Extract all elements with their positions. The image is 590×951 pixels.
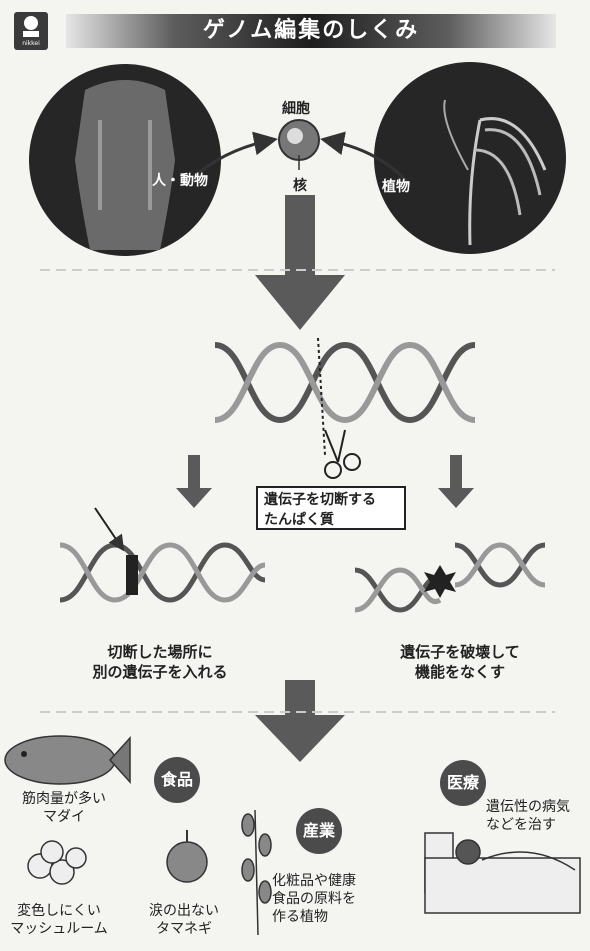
mushroom-caption: 変色しにくい マッシュルーム: [0, 902, 118, 938]
nucleus-label: 核: [293, 175, 307, 195]
cell-label: 細胞: [282, 98, 310, 118]
human-circle: [29, 64, 221, 256]
insert-result-text: 切断した場所に 別の遺伝子を入れる: [60, 642, 260, 682]
protein-callout: 遺伝子を切断する たんぱく質: [256, 486, 406, 530]
food-category-badge: 食品: [154, 757, 200, 803]
dna-main: [215, 338, 475, 455]
protein-label-line1: 遺伝子を切断する: [264, 490, 398, 510]
big-down-arrow-1: [255, 195, 345, 330]
onion-caption: 涙の出ない タマネギ: [134, 902, 234, 938]
medical-caption: 遺伝性の病気 などを治す: [486, 798, 590, 834]
scissors-icon: [325, 430, 360, 478]
onion-icon: [167, 830, 207, 882]
right-down-arrow: [438, 455, 474, 508]
plant-sprig-icon: [242, 810, 271, 935]
fish-icon: [5, 736, 130, 784]
big-down-arrow-2: [255, 680, 345, 762]
disrupt-result-text: 遺伝子を破壊して 機能をなくす: [360, 642, 560, 682]
left-down-arrow: [176, 455, 212, 508]
human-animal-label: 人・動物: [152, 170, 208, 190]
fish-caption: 筋肉量が多い マダイ: [8, 790, 120, 826]
dna-insert: [60, 545, 265, 600]
cell-icon: [279, 120, 319, 170]
plant-circle: [374, 62, 566, 254]
medical-category-badge: 医療: [440, 760, 486, 806]
protein-label-line2: たんぱく質: [264, 510, 398, 530]
mushroom-icon: [28, 841, 86, 884]
industry-category-badge: 産業: [296, 808, 342, 854]
plant-label: 植物: [382, 176, 410, 196]
insert-pointer-arrow: [95, 508, 122, 548]
bed-patient-icon: [425, 833, 580, 913]
plant-caption: 化粧品や健康 食品の原料を 作る植物: [272, 872, 392, 926]
